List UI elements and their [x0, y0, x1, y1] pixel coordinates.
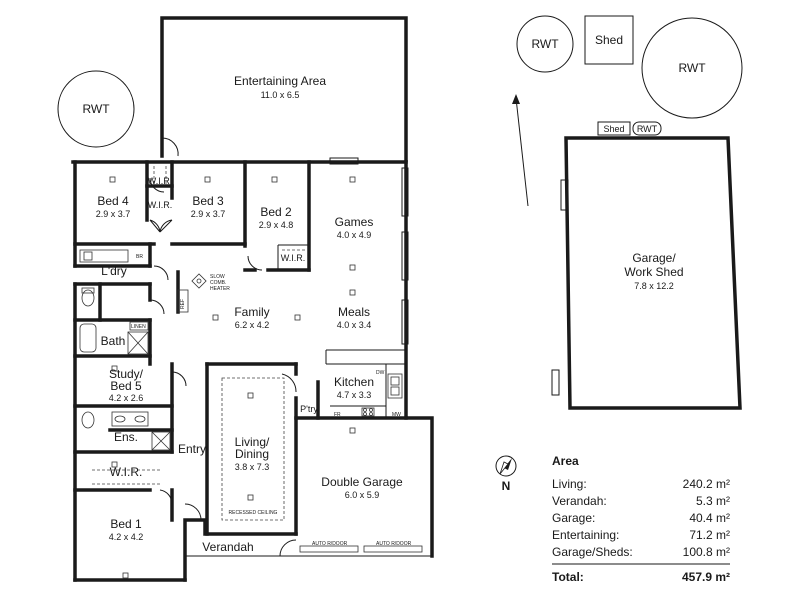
meals-dim: 4.0 x 3.4 [337, 320, 372, 330]
bath-label: Bath [101, 334, 126, 348]
rwt-large-label: RWT [678, 61, 706, 75]
study-dim: 4.2 x 2.6 [109, 393, 144, 403]
living-name: Living/ [235, 435, 270, 449]
bed3-dim: 2.9 x 3.7 [191, 209, 226, 219]
linen-label: LINEN [131, 324, 146, 330]
auto-door-2-label: AUTO R/DOOR [376, 541, 412, 547]
rwt-tank-left: RWT [57, 70, 135, 148]
area-row-label-living: Living: [552, 477, 587, 491]
interior-walls [73, 160, 406, 536]
area-total-value: 457.9 m² [682, 570, 730, 584]
area-row-label-entertaining: Entertaining: [552, 528, 619, 542]
recessed-ceiling-label: RECESSED CEILING [229, 510, 278, 516]
doors [149, 177, 297, 557]
bed3-name: Bed 3 [192, 194, 224, 208]
study-name-2: Bed 5 [110, 379, 142, 393]
room-labels: Bed 4 2.9 x 3.7 W.I.R. W.I.R. Bed 3 2.9 … [96, 176, 403, 554]
fr-label: FR [334, 412, 341, 418]
area-row-value-sheds: 100.8 m² [683, 545, 730, 559]
mw-label: MW [392, 412, 401, 418]
living-name-2: Dining [235, 447, 269, 461]
kitchen-name: Kitchen [334, 375, 374, 389]
verandah-label: Verandah [202, 540, 253, 554]
bed4-dim: 2.9 x 3.7 [96, 209, 131, 219]
garage-work-shed: Garage/ Work Shed 7.8 x 12.2 [551, 136, 742, 410]
rwt-tag-label: RWT [637, 124, 658, 134]
area-row-value-entertaining: 71.2 m² [689, 528, 730, 542]
dw-label: DW [376, 370, 385, 376]
wir-bed2-label: W.I.R. [281, 253, 306, 263]
light-markers [109, 176, 356, 579]
bed2-dim: 2.9 x 4.8 [259, 220, 294, 230]
area-table: Area Living: 240.2 m² Verandah: 5.3 m² G… [552, 454, 730, 584]
heater-label-1: SLOW [210, 274, 225, 280]
ldry-label: L'dry [101, 264, 127, 278]
ens-label: Ens. [114, 430, 138, 444]
garage-shed-name-2: Work Shed [624, 265, 683, 279]
area-row-value-living: 240.2 m² [683, 477, 730, 491]
area-row-label-garage: Garage: [552, 511, 595, 525]
pantry-label: P'try [300, 404, 318, 414]
br-label: BR [136, 254, 143, 260]
entry-label: Entry [178, 442, 206, 456]
shed-tag-label: Shed [603, 124, 624, 134]
double-garage-dim: 6.0 x 5.9 [345, 490, 380, 500]
garage-shed-dim: 7.8 x 12.2 [634, 281, 674, 291]
area-row-value-garage: 40.4 m² [689, 511, 730, 525]
outbuildings: RWT Shed RWT Shed RWT [512, 15, 743, 207]
north-label: N [502, 479, 511, 493]
study-name: Study/ [109, 367, 144, 381]
entertaining-area: Entertaining Area 11.0 x 6.5 [160, 16, 408, 162]
house-walls [71, 157, 434, 582]
area-total-label: Total: [552, 570, 584, 584]
double-garage-name: Double Garage [321, 475, 403, 489]
shed-small-label: Shed [595, 33, 623, 47]
meals-name: Meals [338, 305, 370, 319]
fixtures: BR LINEN REF SLOW COMB. HEATER DW [79, 166, 432, 557]
wir-mid-label: W.I.R. [148, 200, 173, 210]
area-row-label-sheds: Garage/Sheds: [552, 545, 633, 559]
wir-top-label: W.I.R. [148, 176, 173, 186]
ref-label: REF [180, 299, 186, 309]
area-title: Area [552, 454, 579, 468]
entertaining-area-name: Entertaining Area [234, 74, 326, 88]
rwt-small-label: RWT [531, 37, 559, 51]
bed4-name: Bed 4 [97, 194, 129, 208]
wir-bed1-label: W.I.R. [110, 465, 143, 479]
family-dim: 6.2 x 4.2 [235, 320, 270, 330]
games-name: Games [335, 215, 374, 229]
family-name: Family [234, 305, 269, 319]
kitchen-dim: 4.7 x 3.3 [337, 390, 372, 400]
heater-label-3: HEATER [210, 286, 230, 292]
north-compass: N [495, 455, 517, 493]
bed1-dim: 4.2 x 4.2 [109, 532, 144, 542]
area-row-label-verandah: Verandah: [552, 494, 607, 508]
entertaining-area-dim: 11.0 x 6.5 [261, 90, 300, 100]
auto-door-1-label: AUTO R/DOOR [312, 541, 348, 547]
garage-shed-name: Garage/ [632, 251, 676, 265]
games-dim: 4.0 x 4.9 [337, 230, 372, 240]
living-dim: 3.8 x 7.3 [235, 462, 270, 472]
rwt-left-label: RWT [82, 102, 110, 116]
bed2-name: Bed 2 [260, 205, 292, 219]
area-row-value-verandah: 5.3 m² [696, 494, 730, 508]
bed1-name: Bed 1 [110, 517, 142, 531]
heater-label-2: COMB. [210, 280, 226, 286]
